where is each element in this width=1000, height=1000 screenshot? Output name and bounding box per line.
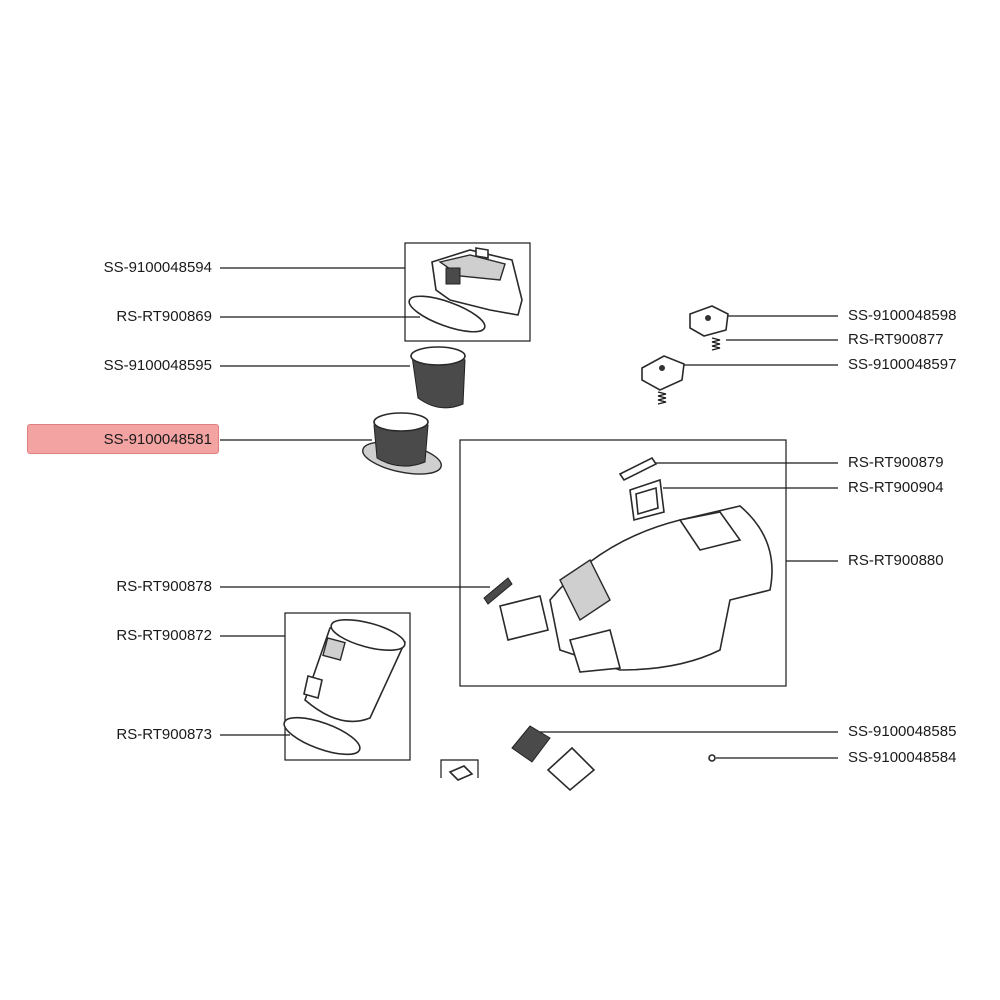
label-rs-rt900880[interactable]: RS-RT900880 [848, 552, 944, 569]
body-group-box [459, 439, 787, 687]
small-filter-part [511, 725, 551, 763]
spring-part-upper [711, 337, 721, 351]
partial-part [448, 765, 474, 781]
cyclone-filter-part [362, 412, 442, 475]
strip-part [618, 456, 658, 482]
label-ss-9100048597[interactable]: SS-9100048597 [848, 356, 957, 373]
label-ss-9100048598[interactable]: SS-9100048598 [848, 307, 957, 324]
filter-cover-group-box [404, 242, 531, 342]
label-rs-rt900877[interactable]: RS-RT900877 [848, 331, 944, 348]
flap-part [499, 595, 549, 641]
outlet-part [546, 746, 596, 792]
screw-part [708, 754, 716, 762]
frame-part [629, 478, 665, 522]
label-ss-9100048595[interactable]: SS-9100048595 [103, 357, 212, 374]
label-rs-rt900869[interactable]: RS-RT900869 [116, 308, 212, 325]
cover-gasket-part [408, 295, 486, 333]
label-ss-9100048585[interactable]: SS-9100048585 [848, 723, 957, 740]
dust-container-group-box [284, 612, 411, 761]
main-body-part [549, 505, 773, 673]
dust-container-part [303, 618, 406, 723]
partial-group-box [440, 759, 479, 778]
small-clip-part [483, 577, 513, 605]
label-rs-rt900872[interactable]: RS-RT900872 [116, 627, 212, 644]
container-gasket-part [283, 716, 361, 756]
label-rs-rt900904[interactable]: RS-RT900904 [848, 479, 944, 496]
label-rs-rt900878[interactable]: RS-RT900878 [116, 578, 212, 595]
label-rs-rt900873[interactable]: RS-RT900873 [116, 726, 212, 743]
switch-top-part [689, 305, 729, 337]
label-ss-9100048584[interactable]: SS-9100048584 [848, 749, 957, 766]
filter-cover-part [431, 247, 523, 316]
label-ss-9100048581[interactable]: SS-9100048581 [103, 431, 212, 448]
mesh-filter-part [410, 346, 466, 409]
selected-part-highlight [27, 424, 219, 454]
label-rs-rt900879[interactable]: RS-RT900879 [848, 454, 944, 471]
label-ss-9100048594[interactable]: SS-9100048594 [103, 259, 212, 276]
switch-bottom-part [641, 355, 685, 405]
